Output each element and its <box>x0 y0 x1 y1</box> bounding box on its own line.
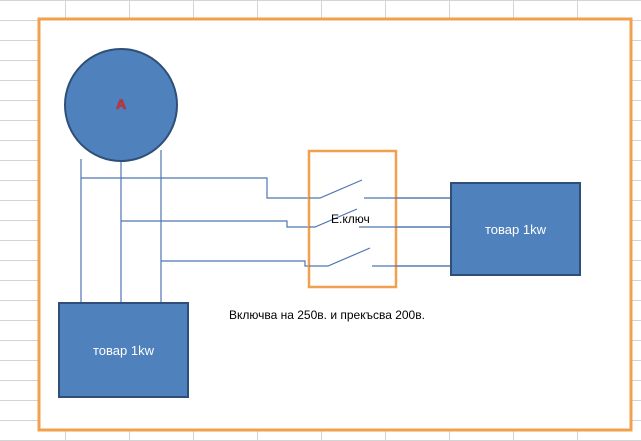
switch-contacts <box>309 179 396 267</box>
switch-contact-3 <box>309 247 371 267</box>
generator-circle[interactable] <box>64 48 178 162</box>
note-text: Включва на 250в. и прекъсва 200в. <box>229 308 425 322</box>
switch-box[interactable] <box>307 149 398 289</box>
load-right-box[interactable] <box>450 182 581 276</box>
generator-label: A <box>115 96 127 112</box>
switch-contact-1 <box>309 179 363 199</box>
switch-contact-2 <box>309 208 358 228</box>
load-bottom-box[interactable] <box>58 302 189 398</box>
switch-label: Е.ключ <box>331 212 370 226</box>
